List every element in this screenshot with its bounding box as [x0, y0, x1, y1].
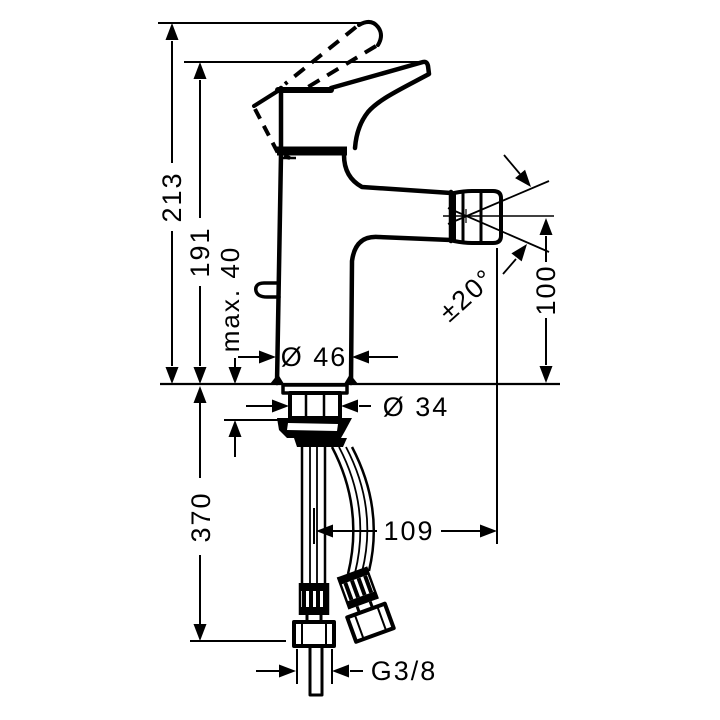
crimp-ribs [343, 575, 374, 601]
lever-raised-dashed-edges [283, 25, 378, 92]
arrowhead [165, 23, 179, 40]
arrowhead [228, 420, 242, 437]
dim-label-109: 109 [383, 516, 434, 546]
angled-hose-fitting [336, 566, 396, 644]
swivel-leader-lines [502, 154, 521, 275]
dim-label-191: 191 [185, 226, 215, 277]
arrowhead [193, 624, 207, 641]
hose-manifold [294, 438, 347, 447]
pop-up-rod [254, 281, 281, 299]
arrowhead [332, 664, 349, 678]
straight-hose-inner-tube [309, 447, 318, 583]
dim-label-213: 213 [157, 171, 187, 222]
dim-label-100: 100 [531, 264, 561, 315]
hex-nut [292, 620, 336, 648]
extension-lines [158, 22, 498, 684]
angled-hose-inner-tube [338, 446, 369, 574]
lever-lowered-solid-edge [252, 87, 283, 108]
aerator [448, 189, 503, 245]
mounting-hardware [277, 383, 352, 447]
arrowhead [279, 664, 296, 678]
crimp-band-top [336, 566, 370, 585]
crimp-band-bottom [299, 607, 329, 615]
base-fillet-left [270, 374, 284, 384]
base-fillet-right [344, 374, 358, 384]
arrowhead [352, 350, 369, 364]
fastening-flange-slot [287, 423, 338, 431]
arrowhead [272, 399, 289, 413]
lever-lowered-dashed-edges [253, 108, 291, 160]
straight-hose-walls [300, 447, 327, 583]
hex-nut-facets [301, 623, 327, 645]
shank-thread-lines [304, 394, 326, 417]
lever-raised-tip-cap [357, 20, 383, 47]
threaded-shank [288, 391, 342, 420]
hex-nut-facets [354, 607, 387, 639]
faucet-outline [254, 85, 454, 386]
dim-label-d34: Ø 34 [383, 392, 450, 422]
crimp-ribs [302, 591, 327, 607]
dim-label-max40: max. 40 [215, 246, 245, 353]
crimp-band-top [299, 583, 329, 591]
swivel-range-lines [447, 180, 550, 253]
thread-tail-pipe [308, 646, 324, 697]
arrowhead [193, 386, 207, 403]
crimp-band-bottom [345, 590, 379, 610]
arrowhead [193, 62, 207, 79]
arrowhead [259, 350, 276, 364]
dim-label-swivel: ±20° [433, 263, 500, 328]
hex-nut [345, 601, 396, 644]
arrowhead [193, 367, 207, 384]
dim-label-d46: Ø 46 [281, 342, 348, 372]
body-trunk-and-spout [274, 152, 454, 386]
arrowhead [539, 218, 553, 235]
arrowhead [228, 367, 242, 384]
arrowhead [341, 399, 358, 413]
arrowhead [539, 366, 553, 383]
arrowhead [165, 367, 179, 384]
supply-hoses [292, 446, 396, 697]
dim-label-g38: G3/8 [371, 656, 438, 686]
straight-hose-fitting [292, 583, 336, 697]
lever-solid [328, 59, 432, 151]
aerator-block [452, 189, 503, 245]
dim-label-370: 370 [186, 491, 216, 542]
angled-hose-walls [330, 446, 376, 575]
arrowhead [480, 524, 497, 538]
